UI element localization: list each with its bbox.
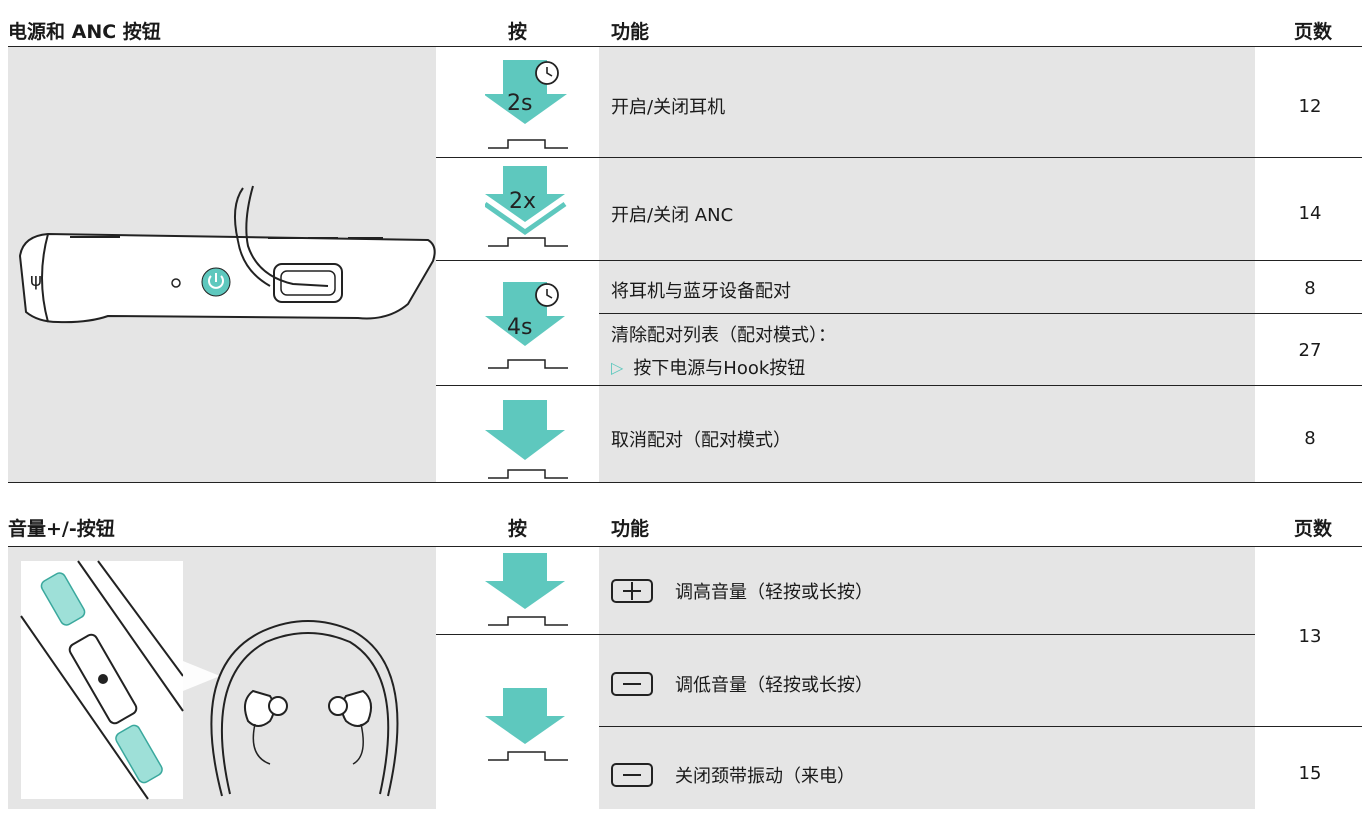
- section2-title: 音量+/-按钮: [8, 518, 115, 540]
- section2-col-press: 按: [508, 518, 528, 540]
- function-volume-up-text: 调高音量（轻按或长按）: [675, 582, 873, 603]
- press-arrow-4s-icon: 4s: [485, 282, 580, 374]
- press-arrow-2x-icon: 2x: [485, 166, 580, 250]
- function-pairing: 将耳机与蓝牙设备配对: [611, 281, 791, 302]
- function-clear-pairing-step-text: 按下电源与Hook按钮: [633, 358, 806, 379]
- section1-function-panel: [599, 46, 1255, 482]
- function-volume-down-text: 调低音量（轻按或长按）: [675, 675, 873, 696]
- press-arrow-volume-down-icon: [485, 688, 580, 764]
- section1-title: 电源和 ANC 按钮: [8, 21, 161, 43]
- neckband-volume-illustration: [20, 560, 399, 800]
- function-cancel-pairing: 取消配对（配对模式）: [611, 430, 791, 451]
- page-13: 13: [1298, 626, 1322, 647]
- section2-col-function: 功能: [611, 518, 650, 540]
- function-volume-down: 调低音量（轻按或长按）: [611, 671, 873, 697]
- triangle-bullet-icon: ▷: [611, 357, 624, 377]
- volume-button-image-panel: [8, 546, 436, 809]
- page-27: 27: [1298, 340, 1322, 361]
- page-8: 8: [1304, 278, 1316, 299]
- function-clear-pairing-step: ▷ 按下电源与Hook按钮: [611, 354, 805, 380]
- press-arrow-volume-up-icon: [485, 553, 580, 629]
- press-arrow-2s-icon: 2s: [485, 60, 580, 152]
- svg-text:2x: 2x: [509, 189, 536, 214]
- power-button-image-panel: ψ: [8, 46, 436, 482]
- function-vibration-off-text: 关闭颈带振动（来电）: [675, 766, 855, 787]
- function-clear-pairing: 清除配对列表（配对模式）：: [611, 325, 836, 346]
- function-vibration-off: 关闭颈带振动（来电）: [611, 762, 855, 788]
- page-8-cancel: 8: [1304, 428, 1316, 449]
- section2-function-panel: [599, 546, 1255, 809]
- svg-text:2s: 2s: [507, 91, 532, 116]
- section1-col-press: 按: [508, 21, 528, 43]
- svg-text:4s: 4s: [507, 315, 532, 340]
- function-power-onoff: 开启/关闭耳机: [611, 97, 726, 118]
- function-anc-onoff: 开启/关闭 ANC: [611, 205, 734, 226]
- press-arrow-icon: [485, 400, 580, 484]
- svg-text:ψ: ψ: [30, 270, 42, 291]
- page-14: 14: [1298, 203, 1322, 224]
- page-12: 12: [1298, 96, 1322, 117]
- page-15: 15: [1298, 763, 1322, 784]
- plus-key-icon: [611, 579, 653, 603]
- section1-col-function: 功能: [611, 21, 650, 43]
- minus-key-icon: [611, 763, 653, 787]
- section2-col-page: 页数: [1294, 518, 1333, 540]
- section1-col-page: 页数: [1294, 21, 1333, 43]
- neckband-power-illustration: ψ: [18, 185, 436, 324]
- minus-key-icon: [611, 672, 653, 696]
- function-volume-up: 调高音量（轻按或长按）: [611, 578, 873, 604]
